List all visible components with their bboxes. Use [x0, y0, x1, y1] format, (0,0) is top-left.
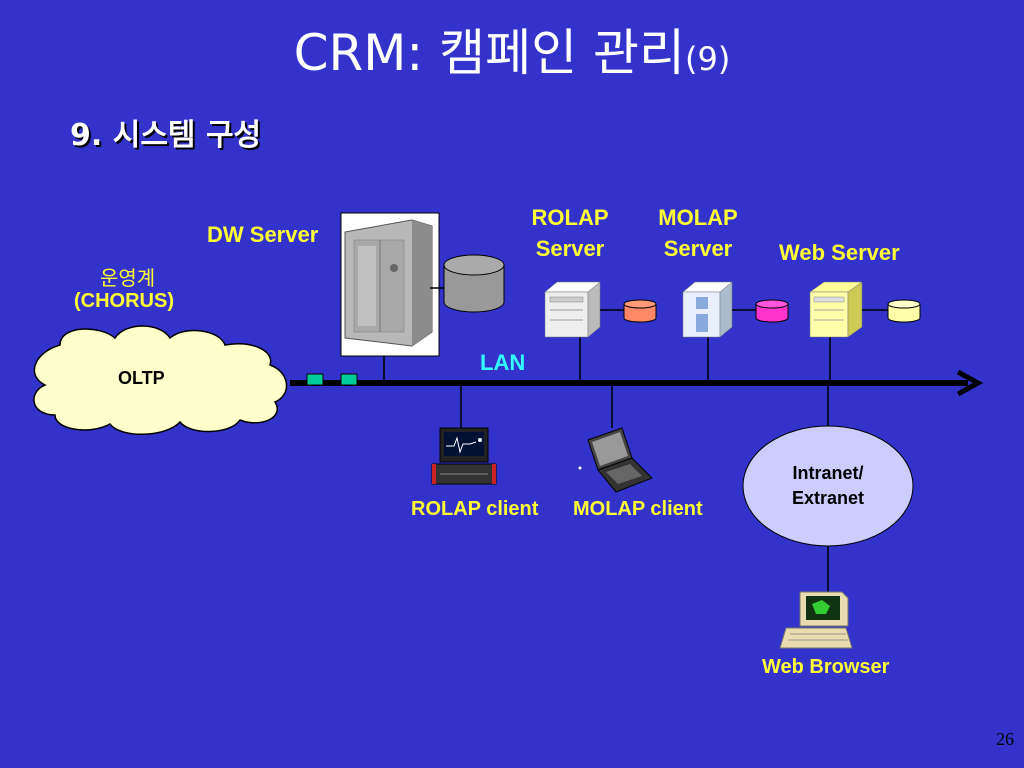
oltp-group-sublabel: (CHORUS)	[74, 290, 174, 312]
molap-server-icon	[682, 281, 733, 338]
web-browser-icon	[779, 591, 853, 649]
intranet-label-line2: Extranet	[791, 488, 865, 508]
web-database-icon	[862, 299, 921, 323]
web-server-icon	[809, 281, 863, 338]
dw-server-label: DW Server	[207, 222, 319, 247]
rolap-server-label-line1: ROLAP	[531, 205, 609, 230]
rolap-client-icon	[431, 427, 497, 485]
page-title-main: CRM: 캠페인 관리	[293, 24, 686, 82]
rolap-server-label-line2: Server	[535, 236, 605, 261]
oltp-cloud	[33, 325, 288, 435]
lan-arrow-head	[956, 369, 984, 397]
dw-server-icon	[340, 212, 440, 357]
lan-connector-1	[306, 373, 324, 386]
molap-client-icon	[578, 427, 653, 493]
oltp-group-label: 운영계	[100, 268, 156, 290]
intranet-extranet-node	[742, 425, 914, 547]
intranet-label-line1: Intranet/	[792, 463, 864, 483]
rolap-database-icon	[600, 299, 657, 323]
lan-connector-2	[340, 373, 358, 386]
rolap-client-label: ROLAP client	[411, 498, 539, 520]
page-number: 26	[996, 729, 1014, 749]
dw-database-icon	[430, 254, 505, 313]
web-server-label: Web Server	[779, 240, 900, 265]
page-title: CRM: 캠페인 관리(9)	[0, 18, 1024, 94]
page-title-suffix: (9)	[685, 40, 731, 78]
molap-client-label: MOLAP client	[573, 498, 703, 520]
molap-database-icon	[732, 299, 789, 323]
web-browser-label: Web Browser	[762, 656, 890, 678]
molap-server-label-line2: Server	[663, 236, 733, 261]
rolap-server-icon	[544, 281, 601, 338]
section-subtitle: 9. 시스템 구성	[70, 118, 262, 153]
lan-label: LAN	[480, 350, 526, 375]
oltp-cloud-label: OLTP	[118, 368, 165, 388]
molap-server-label-line1: MOLAP	[658, 205, 738, 230]
